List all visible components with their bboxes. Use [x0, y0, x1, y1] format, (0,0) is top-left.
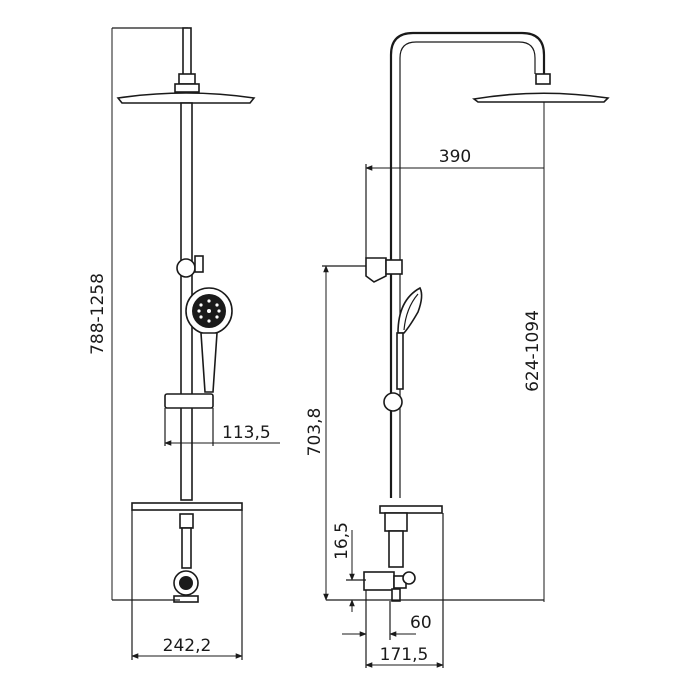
front-mixer-outlet [173, 595, 199, 603]
front-slider-knob [176, 258, 196, 278]
side-hand-shower-handle [396, 332, 404, 390]
front-slider-clip [194, 255, 204, 273]
side-overhead-arm-inner [399, 41, 536, 498]
side-shelf-clamp [384, 512, 408, 532]
front-height-label: 788-1258 [88, 273, 108, 355]
side-holder-label: 703,8 [305, 408, 325, 457]
side-reach-label: 390 [439, 147, 471, 167]
side-slider-knob [383, 392, 403, 412]
front-hand-shower-nozzles [197, 299, 221, 323]
side-base-label: 171,5 [380, 645, 429, 665]
side-mixer-knob [402, 571, 416, 585]
front-mixer-knob [179, 576, 193, 590]
side-bracket-clamp [385, 259, 403, 275]
side-mixer-outlet [391, 588, 401, 602]
front-rain-head [116, 92, 256, 104]
front-head-connector [174, 83, 200, 93]
side-arm-nut [535, 73, 551, 85]
side-mixer-offset-label: 16,5 [332, 522, 352, 560]
front-shower-arm [182, 27, 192, 77]
side-mixer-depth-label: 60 [410, 613, 432, 633]
side-column-label: 624-1094 [523, 310, 543, 392]
front-shelf [131, 502, 243, 511]
side-rain-head [472, 92, 610, 103]
front-view: 788-1258 113,5 242,2 [88, 27, 280, 660]
front-lower-nut [179, 513, 194, 529]
side-hand-shower-head [397, 286, 423, 334]
side-wall-bracket [365, 257, 387, 283]
front-base-label: 242,2 [163, 636, 212, 656]
front-arm-nut [178, 73, 196, 85]
front-hand-shower-holder [164, 393, 214, 409]
side-view: 624-1094 390 703,8 16,5 [305, 31, 610, 668]
front-lower-pipe [181, 527, 192, 569]
side-mixer-body [363, 571, 395, 591]
side-overhead-arm [389, 31, 546, 498]
front-holder-label: 113,5 [222, 423, 271, 443]
front-hand-shower-handle [200, 332, 218, 393]
side-lower-pipe [388, 530, 404, 568]
side-shelf [379, 505, 443, 514]
side-hand-shower-spray-face [403, 293, 419, 331]
